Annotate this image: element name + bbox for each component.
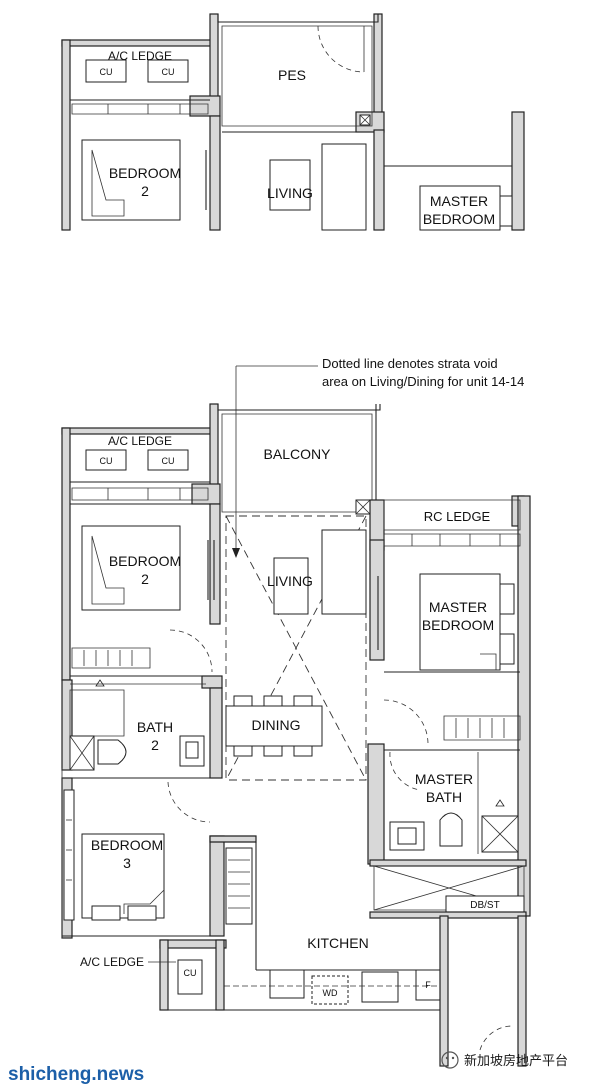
balcony-label: BALCONY (264, 446, 332, 462)
wechat-icon (441, 1051, 459, 1069)
top-master-bedroom-label: BEDROOM (423, 211, 495, 227)
living-label: LIVING (267, 573, 313, 589)
strata-void-note-line-1: Dotted line denotes strata void (322, 356, 498, 371)
cu-1-label: CU (100, 456, 113, 466)
bath-2-label: BATH (137, 719, 173, 735)
wd-label: WD (323, 988, 338, 998)
ac-ledge-top-label: A/C LEDGE (108, 434, 172, 448)
bedroom-2-label: BEDROOM (109, 553, 181, 569)
master-bedroom-label: BEDROOM (422, 617, 494, 633)
bedroom-3-number: 3 (123, 855, 131, 871)
watermark-right: 新加坡房地产平台 (464, 1053, 568, 1068)
bedroom-3-label: BEDROOM (91, 837, 163, 853)
dining-label: DINING (252, 717, 301, 733)
top-pes-label: PES (278, 67, 306, 83)
top-cu-1-label: CU (100, 67, 113, 77)
top-bedroom-2-number: 2 (141, 183, 149, 199)
bedroom-2-number: 2 (141, 571, 149, 587)
annotation-leader (232, 365, 318, 558)
top-partial-plan (61, 13, 525, 231)
strata-void-note-line-2: area on Living/Dining for unit 14-14 (322, 374, 524, 389)
master-label: MASTER (429, 599, 487, 615)
top-ac-ledge-label: A/C LEDGE (108, 49, 172, 63)
db-st-label: DB/ST (470, 900, 499, 911)
main-plan-walls (61, 403, 531, 1067)
cu-3-label: CU (184, 968, 197, 978)
kitchen-label: KITCHEN (307, 935, 368, 951)
ac-ledge-bottom-label: A/C LEDGE (80, 955, 144, 969)
top-master-label: MASTER (430, 193, 488, 209)
cu-2-label: CU (162, 456, 175, 466)
master-bath-label: MASTER (415, 771, 473, 787)
top-living-label: LIVING (267, 185, 313, 201)
top-bedroom-2-label: BEDROOM (109, 165, 181, 181)
rc-ledge-label: RC LEDGE (424, 509, 491, 524)
watermark-left: shicheng.news (8, 1064, 144, 1085)
bath-2-number: 2 (151, 737, 159, 753)
top-cu-2-label: CU (162, 67, 175, 77)
f-label: F (425, 980, 431, 990)
master-bath-bath-label: BATH (426, 789, 462, 805)
